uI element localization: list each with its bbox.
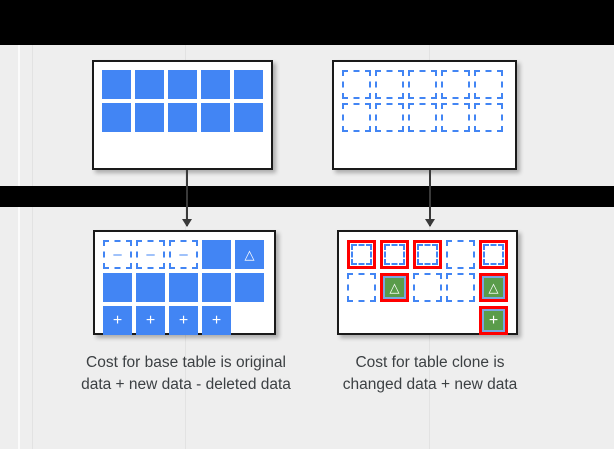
- inner-border: +: [482, 309, 505, 332]
- table-cell-row: + + + +: [103, 306, 268, 335]
- cell-referenced-data-highlighted: [479, 240, 508, 269]
- cell-changed-data-highlighted: △: [380, 273, 409, 302]
- delta-icon: △: [244, 247, 255, 262]
- cell-deleted-data: –: [136, 240, 165, 269]
- dashed-outline: [384, 244, 405, 265]
- cell-referenced-data: [342, 70, 371, 99]
- dashed-outline: [351, 244, 372, 265]
- cell-data: [234, 70, 263, 99]
- table-cell-row: △△: [347, 273, 510, 302]
- cell-referenced-data: [347, 273, 376, 302]
- cell-referenced-data-highlighted: [347, 240, 376, 269]
- cell-data: [135, 103, 164, 132]
- panel-separator-lower-inner: [32, 207, 33, 449]
- panel-separator-left: [18, 45, 20, 186]
- table-cell-row: [347, 240, 510, 269]
- top-black-band: [0, 0, 614, 45]
- cell-changed-data-highlighted: △: [479, 273, 508, 302]
- plus-icon: +: [178, 311, 189, 329]
- cell-referenced-data: [375, 70, 404, 99]
- delta-icon: △: [488, 280, 499, 295]
- base-table-original-grid: [102, 70, 265, 132]
- cell-data: [136, 273, 165, 302]
- cell-empty: [347, 306, 376, 335]
- arrow-shaft: [186, 170, 188, 226]
- cell-data: [234, 103, 263, 132]
- delta-icon: △: [389, 280, 400, 295]
- table-clone-after-changes-grid: △△+: [347, 240, 510, 335]
- cell-empty: [235, 306, 264, 335]
- cell-data: [168, 70, 197, 99]
- plus-icon: +: [145, 311, 156, 329]
- arrow-shaft: [429, 170, 431, 226]
- table-cell-row: [103, 273, 268, 302]
- minus-icon: –: [146, 246, 155, 263]
- cell-new-data: +: [136, 306, 165, 335]
- cell-data: [169, 273, 198, 302]
- cell-referenced-data: [474, 103, 503, 132]
- table-cell-row: +: [347, 306, 510, 335]
- cell-data: [102, 70, 131, 99]
- cell-referenced-data: [375, 103, 404, 132]
- base-table-original: [92, 60, 273, 170]
- cell-deleted-data: –: [169, 240, 198, 269]
- minus-icon: –: [113, 246, 122, 263]
- cell-new-data: +: [103, 306, 132, 335]
- base-table-caption: Cost for base table is original data + n…: [81, 354, 291, 393]
- table-clone-after-changes: △△+: [337, 230, 518, 335]
- cell-data: [235, 273, 264, 302]
- cell-data: [168, 103, 197, 132]
- cell-referenced-data-highlighted: [380, 240, 409, 269]
- cell-referenced-data: [408, 103, 437, 132]
- cell-data: [135, 70, 164, 99]
- plus-icon: +: [488, 311, 499, 329]
- table-cell-row: [102, 103, 265, 132]
- cell-referenced-data: [446, 240, 475, 269]
- cell-data: [102, 103, 131, 132]
- table-clone-original-grid: [342, 70, 509, 132]
- table-clone-caption: Cost for table clone is changed data + n…: [342, 354, 518, 393]
- cell-new-data: +: [169, 306, 198, 335]
- cell-referenced-data: [408, 70, 437, 99]
- inner-border: △: [383, 276, 406, 299]
- base-table-after-changes-grid: – – – △ + + + +: [103, 240, 268, 335]
- table-cell-row: [342, 103, 509, 132]
- plus-icon: +: [211, 311, 222, 329]
- table-clone-original: [332, 60, 517, 170]
- cell-empty: [446, 306, 475, 335]
- cell-data: [202, 240, 231, 269]
- cell-new-data: +: [202, 306, 231, 335]
- table-cell-row: [102, 70, 265, 99]
- cell-changed-data: △: [235, 240, 264, 269]
- arrow-head-icon: [425, 219, 435, 227]
- cell-referenced-data: [413, 273, 442, 302]
- cell-referenced-data: [441, 70, 470, 99]
- cell-referenced-data: [342, 103, 371, 132]
- table-cell-row: – – – △: [103, 240, 268, 269]
- middle-black-band: [0, 186, 614, 207]
- panel-separator-inner: [32, 45, 33, 186]
- cell-empty: [380, 306, 409, 335]
- panel-separator-lower-left: [18, 207, 20, 449]
- cell-referenced-data: [446, 273, 475, 302]
- cell-deleted-data: –: [103, 240, 132, 269]
- base-table-after-changes: – – – △ + + + +: [93, 230, 276, 335]
- cell-referenced-data: [441, 103, 470, 132]
- dashed-outline: [483, 244, 504, 265]
- dashed-outline: [417, 244, 438, 265]
- cell-data: [201, 103, 230, 132]
- cell-data: [202, 273, 231, 302]
- minus-icon: –: [179, 246, 188, 263]
- inner-border: △: [482, 276, 505, 299]
- cell-referenced-data: [474, 70, 503, 99]
- plus-icon: +: [112, 311, 123, 329]
- cell-new-data-highlighted: +: [479, 306, 508, 335]
- table-cell-row: [342, 70, 509, 99]
- cell-data: [201, 70, 230, 99]
- cell-referenced-data-highlighted: [413, 240, 442, 269]
- cell-data: [103, 273, 132, 302]
- arrow-head-icon: [182, 219, 192, 227]
- cell-empty: [413, 306, 442, 335]
